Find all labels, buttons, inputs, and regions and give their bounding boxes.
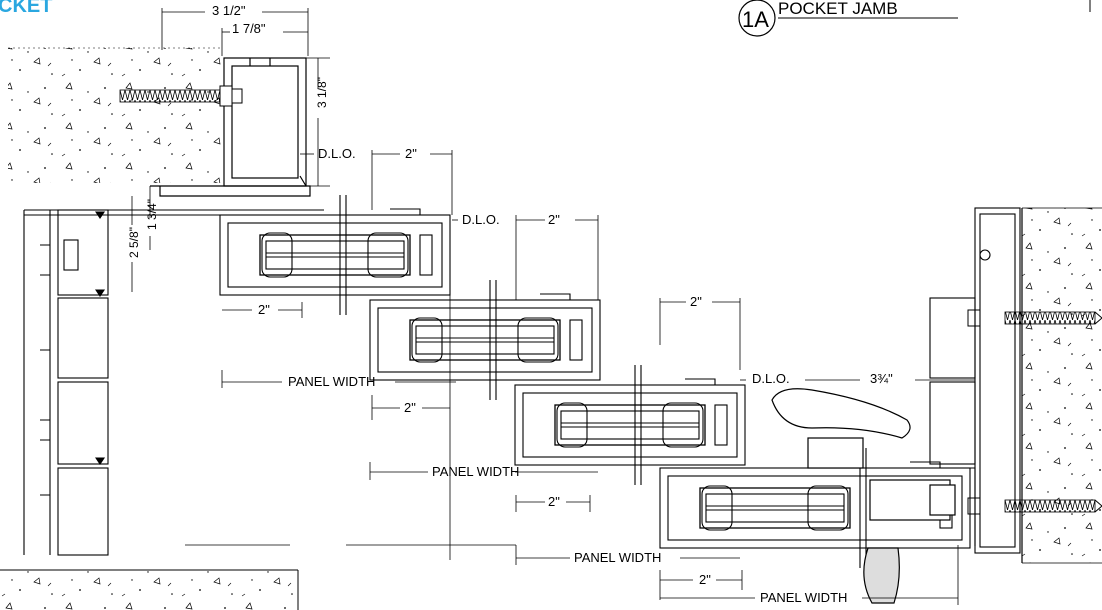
dim-2in-2: 2"	[548, 212, 560, 227]
detail-title-text: POCKET JAMB	[778, 0, 898, 18]
dim-2in-3: 2"	[258, 302, 270, 317]
dim-panel-width-4: PANEL WIDTH	[760, 590, 847, 605]
sliding-panels	[219, 195, 971, 568]
dim-panel-width-3: PANEL WIDTH	[574, 550, 661, 565]
dim-1-7-8: 1 7/8"	[232, 21, 266, 36]
dimension-lines	[131, 8, 975, 605]
dim-2in-5: 2"	[404, 400, 416, 415]
detail-title: 1A POCKET JAMB	[738, 0, 1091, 37]
corner-fragment-text: CKET	[0, 0, 52, 17]
dim-3-1-2: 3 1/2"	[212, 3, 246, 18]
anchor-screw-top	[119, 85, 243, 107]
dim-2in-7: 2"	[699, 572, 711, 587]
dim-dlo-1: D.L.O.	[318, 146, 356, 161]
dim-2-5-8: 2 5/8"	[127, 227, 141, 258]
top-jamb-profile	[150, 57, 311, 197]
anchor-screw-right-bottom	[967, 497, 1102, 515]
dim-dlo-2: D.L.O.	[462, 212, 500, 227]
detail-tag: 1A	[742, 7, 769, 32]
dim-panel-width-2: PANEL WIDTH	[432, 464, 519, 479]
sliding-panel	[369, 280, 601, 400]
concrete-bottom-left	[0, 569, 299, 610]
handle-hardware	[771, 388, 956, 604]
left-pocket-frame	[23, 209, 324, 556]
dim-2in-1: 2"	[405, 146, 417, 161]
dim-panel-width-1: PANEL WIDTH	[288, 374, 375, 389]
concrete-left-top	[8, 47, 223, 183]
dim-2in-6: 2"	[548, 494, 560, 509]
dimension-labels: 3 1/2" 1 7/8" 3 1/8" 1 3/4" 2 5/8" D.L.O…	[127, 3, 893, 605]
sliding-panel	[219, 195, 451, 315]
sliding-panel	[514, 365, 746, 485]
dim-1-3-4: 1 3/4"	[145, 199, 159, 230]
dim-3-1-8: 3 1/8"	[315, 77, 329, 108]
dim-dlo-3: D.L.O.	[752, 371, 790, 386]
right-fixed-jamb	[929, 207, 1021, 554]
dim-3-3-4: 3¾"	[870, 371, 893, 386]
dim-2in-4: 2"	[690, 294, 702, 309]
detail-tag-circle	[738, 0, 776, 37]
anchor-screw-right-top	[967, 309, 1102, 327]
